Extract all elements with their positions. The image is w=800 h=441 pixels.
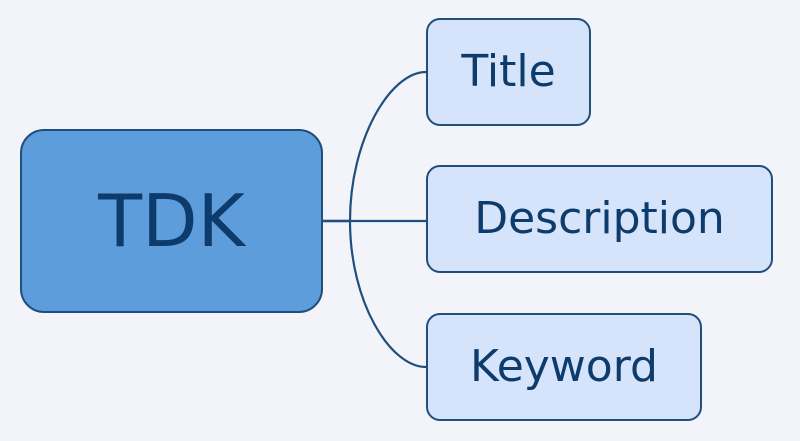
child-node-keyword[interactable]: Keyword bbox=[426, 313, 702, 421]
connector-title bbox=[323, 70, 427, 223]
child-node-description[interactable]: Description bbox=[426, 165, 773, 273]
child-node-description-label: Description bbox=[474, 193, 725, 244]
child-node-title[interactable]: Title bbox=[426, 18, 591, 126]
child-node-keyword-label: Keyword bbox=[470, 341, 658, 392]
root-node-label: TDK bbox=[98, 179, 245, 263]
connector-keyword bbox=[323, 219, 427, 369]
root-node[interactable]: TDK bbox=[20, 129, 323, 313]
child-node-title-label: Title bbox=[461, 46, 556, 97]
